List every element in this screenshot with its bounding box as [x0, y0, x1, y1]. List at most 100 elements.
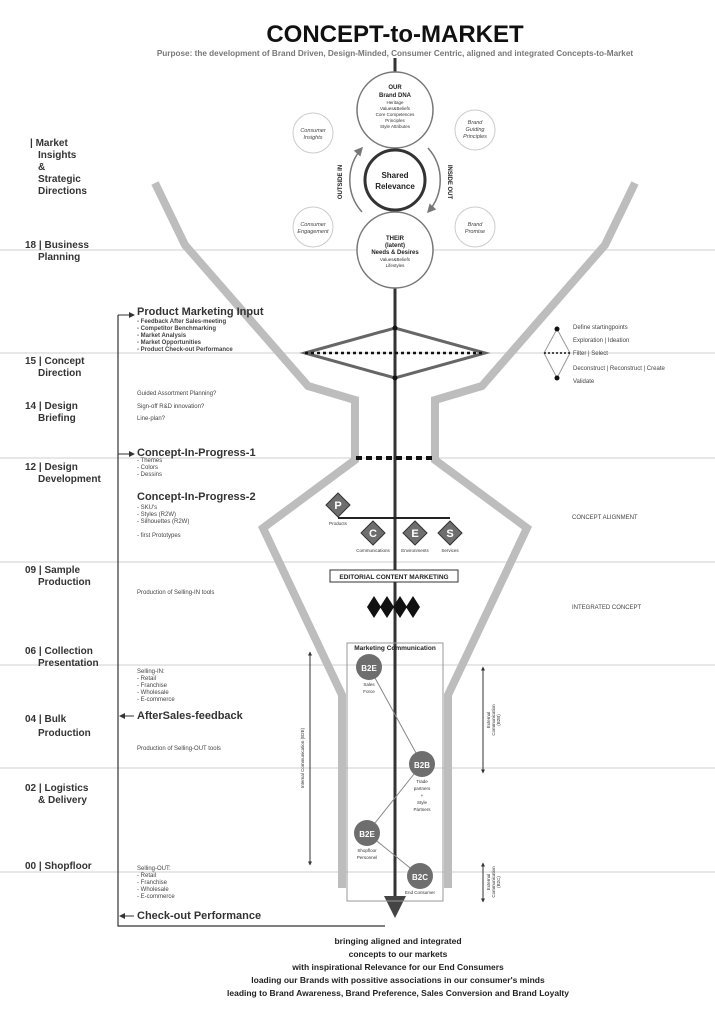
internal-comm-label: Internal Communication (B2E): [300, 727, 305, 788]
validate-dot: [392, 375, 398, 381]
funnel-right: [431, 181, 639, 888]
svg-text:Trade: Trade: [416, 779, 428, 784]
external-b2b-label: ExternalCommunication(B2B): [486, 704, 501, 736]
svg-text:Brand: Brand: [468, 222, 484, 228]
svg-text:- Retail: - Retail: [137, 676, 156, 682]
cip1-item: - Colors: [137, 465, 158, 471]
svg-text:Shopfloor: Shopfloor: [357, 848, 377, 853]
inside-out-arrow: [427, 147, 441, 214]
cip2-item: - Styles (R2W): [137, 512, 176, 518]
svg-text:Promise: Promise: [465, 229, 485, 235]
svg-text:- Wholesale: - Wholesale: [137, 887, 169, 893]
phase-logistics-delivery: 02 | Logistics& Delivery: [25, 783, 89, 806]
svg-text:- Market Analysis: - Market Analysis: [137, 333, 187, 339]
svg-text:(latent): (latent): [385, 243, 405, 249]
svg-text:- Retail: - Retail: [137, 873, 156, 879]
svg-text:Consumer: Consumer: [300, 222, 327, 228]
note-assortment: Guided Assortment Planning?: [137, 391, 217, 397]
selling-in-tools: Production of Selling-IN tools: [137, 590, 214, 596]
svg-text:Style: Style: [417, 800, 428, 805]
svg-text:P: P: [334, 500, 341, 512]
process-legend: Define startingpoints Exploration | Idea…: [543, 325, 665, 385]
checkout-performance: Check-out Performance: [137, 910, 261, 922]
svg-text:C: C: [369, 528, 377, 540]
integrated-diamonds: [367, 596, 420, 618]
svg-text:- E-commerce: - E-commerce: [137, 894, 175, 900]
svg-text:- Competitor Benchmarking: - Competitor Benchmarking: [137, 326, 216, 332]
mc-path: [366, 666, 423, 877]
svg-text:concepts to our markets: concepts to our markets: [349, 949, 448, 959]
svg-text:Relevance: Relevance: [375, 182, 415, 191]
editorial-box: [329, 569, 459, 583]
cip2-item: - SKU's: [137, 505, 157, 511]
svg-text:Lifestyles: Lifestyles: [386, 263, 406, 268]
outside-in-label: OUTSIDE IN: [338, 165, 344, 199]
phase-shopfloor: 00 | Shopfloor: [25, 861, 92, 872]
svg-text:Force: Force: [363, 689, 375, 694]
svg-text:Define startingpoints: Define startingpoints: [573, 325, 628, 331]
footer-statement: bringing aligned and integrated concepts…: [227, 936, 569, 998]
svg-text:Filter | Select: Filter | Select: [573, 351, 608, 357]
subtitle: Purpose: the development of Brand Driven…: [157, 49, 634, 58]
mc-title: Marketing Communication: [354, 645, 436, 652]
svg-text:Personnel: Personnel: [357, 855, 377, 860]
cip1-item: - Dessins: [137, 472, 162, 478]
svg-text:Insights: Insights: [304, 135, 323, 141]
svg-text:Communications: Communications: [356, 548, 390, 553]
aftersales-feedback: AfterSales-feedback: [137, 710, 244, 722]
svg-text:B2E: B2E: [361, 664, 377, 673]
svg-text:- Franchise: - Franchise: [137, 880, 168, 886]
svg-text:- Franchise: - Franchise: [137, 683, 168, 689]
svg-text:E: E: [411, 528, 418, 540]
svg-text:Values&Beliefs: Values&Beliefs: [380, 106, 411, 111]
svg-text:OUR: OUR: [388, 85, 402, 91]
svg-text:Sales: Sales: [363, 682, 375, 687]
svg-text:leading to Brand Awareness, Br: leading to Brand Awareness, Brand Prefer…: [227, 988, 569, 998]
svg-text:- Feedback After Sales-meeting: - Feedback After Sales-meeting: [137, 319, 226, 325]
svg-text:B2E: B2E: [359, 830, 375, 839]
svg-text:- E-commerce: - E-commerce: [137, 697, 175, 703]
cip2-prototypes: - first Prototypes: [137, 533, 181, 539]
center-arrowhead: [384, 896, 406, 918]
svg-text:Values&Beliefs: Values&Beliefs: [380, 257, 411, 262]
marketing-communication-box: [346, 642, 444, 902]
node-b2c-consumer: B2C End Consumer: [405, 863, 436, 895]
concept-alignment-label: CONCEPT ALIGNMENT: [572, 515, 638, 521]
concept-direction-diamond: [299, 326, 491, 380]
external-b2c-label: ExternalCommunication(B2C): [486, 866, 501, 898]
svg-text:S: S: [446, 528, 453, 540]
svg-text:Validate: Validate: [573, 379, 595, 385]
svg-text:Heritage: Heritage: [386, 100, 404, 105]
integrated-concept-label: INTEGRATED CONCEPT: [572, 605, 642, 611]
start-dot: [392, 325, 398, 331]
svg-text:End Consumer: End Consumer: [405, 890, 436, 895]
svg-text:with inspirational Relevance f: with inspirational Relevance for our End…: [291, 962, 504, 972]
cip2-item: - Silhouettes (R2W): [137, 519, 189, 525]
svg-text:- Product Check-out Performanc: - Product Check-out Performance: [137, 347, 233, 353]
svg-text:Consumer: Consumer: [300, 128, 327, 134]
svg-text:B2C: B2C: [412, 873, 428, 882]
svg-text:Core Competences: Core Competences: [376, 112, 416, 117]
cip1-item: - Themes: [137, 458, 162, 464]
svg-text:loading our Brands with possit: loading our Brands with possitive associ…: [251, 975, 545, 985]
svg-text:partners: partners: [414, 786, 431, 791]
svg-text:Brand: Brand: [468, 120, 484, 126]
cip2-title: Concept-In-Progress-2: [137, 491, 256, 503]
note-lineplan: Line-plan?: [137, 416, 166, 422]
selling-out-tools: Production of Selling-OUT tools: [137, 746, 221, 752]
shared-relevance-circle: Shared Relevance: [363, 148, 427, 212]
svg-text:+: +: [421, 793, 424, 798]
note-signoff: Sign-off R&D innovation?: [137, 404, 205, 410]
